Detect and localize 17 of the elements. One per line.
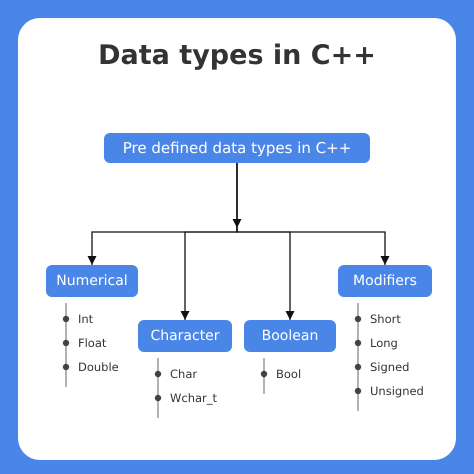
root-box: Pre defined data types in C++: [104, 133, 370, 163]
title: Data types in C++: [97, 40, 377, 71]
arrow: [236, 163, 390, 265]
category-box: Boolean: [244, 320, 336, 352]
list-item: Unsigned: [370, 384, 424, 398]
list-item: Double: [78, 360, 119, 374]
list-item: Short: [370, 312, 401, 326]
list-item: Float: [78, 336, 106, 350]
list-item: Wchar_t: [170, 391, 218, 405]
list-item: Signed: [370, 360, 410, 374]
category-box: Modifiers: [338, 265, 432, 297]
list-item: Char: [170, 367, 198, 381]
list-item: Long: [370, 336, 398, 350]
category-box: Numerical: [46, 265, 138, 297]
list-item: Bool: [276, 367, 302, 381]
list-item: Int: [78, 312, 94, 326]
category-box: Character: [138, 320, 232, 352]
